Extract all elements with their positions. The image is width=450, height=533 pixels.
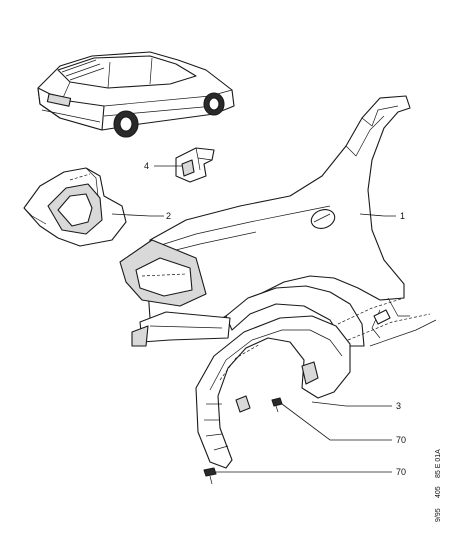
part-4-bracket [175,147,215,183]
fastener-70-lower [203,467,217,485]
leader-lines [111,165,396,473]
part-2-inner-panel [23,167,127,247]
reference-model: 405 [435,486,442,498]
callout-70-lower: 70 [396,467,406,477]
reference-stamp: 9/95 405 85 E 01A [435,449,442,522]
callout-3: 3 [396,401,401,411]
callout-70-upper: 70 [396,435,406,445]
callout-1: 1 [400,211,405,221]
callout-2: 2 [166,211,171,221]
car-thumbnail [37,51,235,138]
fastener-70-upper [271,397,283,413]
callout-4: 4 [144,161,149,171]
reference-date: 9/95 [435,508,442,522]
wheel-arch-liner [195,315,351,469]
part-1-rear-quarter-panel [119,95,437,347]
reference-code: 85 E 01A [435,449,442,478]
